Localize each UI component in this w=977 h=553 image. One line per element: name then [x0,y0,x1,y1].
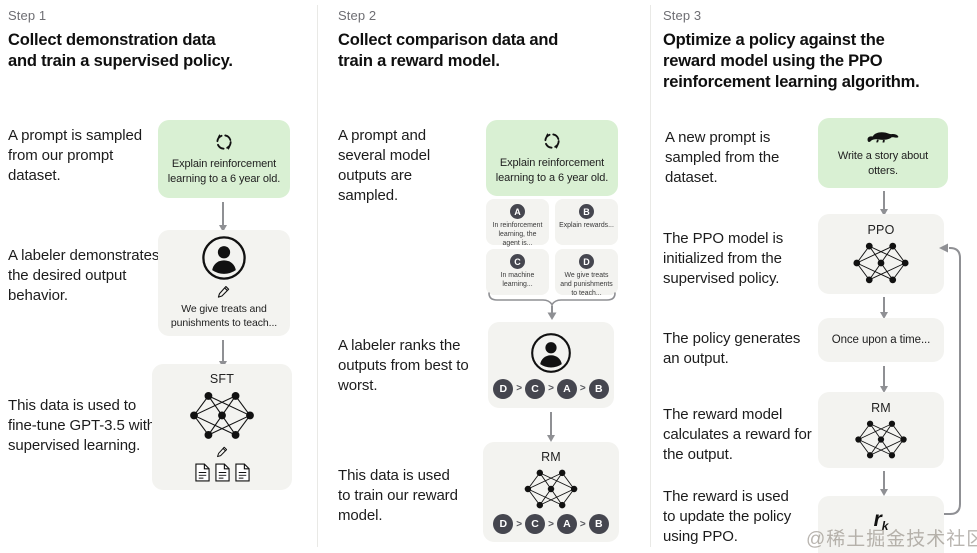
step3-label: Step 3 [663,8,702,23]
step1-prompt-text: Explain reinforcement learning to a 6 ye… [167,158,281,185]
step1-sft-box: SFT [152,364,292,490]
rank-badge: D [493,514,514,534]
output-badge: B [579,204,594,219]
labeler-person-icon [531,332,571,373]
greater-than: > [548,518,554,530]
ranking: D > C > A > B [493,514,609,534]
step3-prompt-text: Write a story about otters. [837,150,929,177]
documents-row [194,463,250,482]
output-card-d: D We give treats and punishments to teac… [555,249,618,297]
brace-converge-arrow [488,292,616,320]
sft-label: SFT [209,372,235,386]
arrow-down [218,202,227,232]
reward-subscript: k [881,519,889,534]
step2-ranking-box: D > C > A > B [488,322,614,408]
step2-prompt-text: Explain reinforcement learning to a 6 ye… [495,157,609,184]
step3-note-generates: The policy generates an output. [663,330,801,367]
neural-network-icon [524,469,578,509]
ranking: D > C > A > B [493,378,609,399]
otter-icon [867,132,899,143]
arrow-down [546,412,555,442]
step3-output-text: Once upon a time... [831,333,931,346]
step3-title: Optimize a policy against the reward mod… [663,31,920,92]
output-card-c: C In machine learning... [486,249,549,295]
arrow-down [218,340,227,368]
arrow-down [879,366,888,393]
output-badge: A [510,204,525,219]
column-divider [317,5,318,547]
rank-badge: C [525,514,546,534]
output-card-a: A In reinforcement learning, the agent i… [486,199,549,247]
step3-ppo-box: PPO [818,214,944,294]
step3-rm-box: RM [818,392,944,468]
step1-demo-text: We give treats and punishments to teach.… [170,303,278,329]
watermark: @稀土掘金技术社区 [806,529,977,550]
step1-labeler-box: We give treats and punishments to teach.… [158,230,290,336]
step1-title: Collect demonstration data and train a s… [8,31,233,71]
greater-than: > [516,518,523,530]
output-text: In reinforcement learning, the agent is.… [492,222,543,247]
rank-badge: A [556,514,577,534]
step2-rm-box: RM D > C > A > B [483,442,619,542]
sample-cycle-icon [216,134,232,151]
step1-label: Step 1 [8,8,47,23]
rm-label: RM [541,450,561,464]
step3-note-update: The reward is used to update the policy … [663,488,792,545]
labeler-person-icon [202,236,246,281]
greater-than: > [516,383,523,394]
step3-note-newprompt: A new prompt is sampled from the dataset… [665,129,780,186]
step2-note-train: This data is used to train our reward mo… [338,467,458,524]
step3-prompt-box: Write a story about otters. [818,118,948,188]
output-text: In machine learning... [500,272,535,288]
step3-reward-box: rk [818,496,944,553]
output-badge: D [579,254,594,269]
rank-badge: B [588,378,609,399]
neural-network-icon [853,242,909,284]
output-text: We give treats and punishments to teach.… [560,272,613,297]
greater-than: > [579,383,586,394]
reward-value: rk [874,508,889,533]
output-card-b: B Explain rewards... [555,199,618,245]
column-divider [650,5,651,547]
step2-prompt-box: Explain reinforcement learning to a 6 ye… [486,120,618,196]
reward-symbol: r [873,508,882,531]
step2-label: Step 2 [338,8,377,23]
step2-note-sampled: A prompt and several model outputs are s… [338,127,431,204]
step1-note-finetune: This data is used to fine-tune GPT-3.5 w… [8,397,156,454]
document-icon [214,463,230,482]
ppo-label: PPO [867,223,895,237]
document-icon [234,463,250,482]
pencil-icon [216,446,227,457]
output-badge: C [510,254,525,269]
model-outputs: A In reinforcement learning, the agent i… [486,199,618,297]
output-text: Explain rewards... [559,222,614,229]
arrow-down [879,191,888,216]
arrow-down [879,471,888,496]
neural-network-icon [855,420,907,458]
pencil-icon [217,286,230,299]
rank-badge: B [588,514,609,534]
step3-note-reward: The reward model calculates a reward for… [663,406,812,463]
step1-note-prompt: A prompt is sampled from our prompt data… [8,127,142,184]
neural-network-icon [190,392,254,439]
step3-output-box: Once upon a time... [818,318,944,362]
step1-prompt-box: Explain reinforcement learning to a 6 ye… [158,120,290,198]
step2-note-ranks: A labeler ranks the outputs from best to… [338,337,469,394]
document-icon [194,463,210,482]
greater-than: > [579,518,586,530]
rm-label: RM [871,400,891,415]
rank-badge: D [493,378,514,399]
step1-note-labeler: A labeler demonstrates the desired outpu… [8,247,160,304]
arrow-down [879,297,888,319]
rank-badge: A [556,378,577,399]
sample-cycle-icon [544,133,560,150]
rank-badge: C [525,378,546,399]
step3-note-init: The PPO model is initialized from the su… [663,230,784,287]
greater-than: > [548,383,554,394]
step2-title: Collect comparison data and train a rewa… [338,31,559,71]
